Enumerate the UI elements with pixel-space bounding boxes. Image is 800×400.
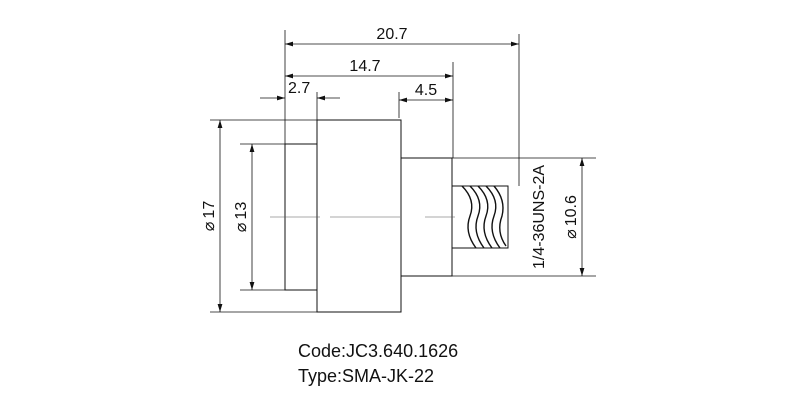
dim-neck-diameter: ⌀10.6 [563,195,580,239]
body-section [316,119,402,313]
dim-overall-length: 20.7 [376,26,407,43]
diameter-symbol: ⌀ [201,221,218,231]
type-label: Type: [298,366,343,386]
type-value: SMA-JK-22 [342,366,435,386]
thread-pattern [461,185,507,249]
dim-neck-length: 4.5 [415,82,437,99]
code-caption: Code:JC3.640.1626 [298,341,458,362]
extension-lines [210,30,596,313]
diameter-symbol: ⌀ [563,229,580,239]
dim-body-length: 14.7 [349,58,380,75]
diameter-symbol: ⌀ [233,222,250,232]
code-label: Code: [298,341,347,361]
dim-thread-spec: 1/4-36UNS-2A [531,165,548,269]
dim-flange-length: 2.7 [288,80,310,97]
type-caption: Type:SMA-JK-22 [298,366,434,387]
code-value: JC3.640.1626 [346,341,459,361]
dim-outer-diameter: ⌀17 [201,201,218,232]
dim-inner-diameter: ⌀13 [233,202,250,233]
